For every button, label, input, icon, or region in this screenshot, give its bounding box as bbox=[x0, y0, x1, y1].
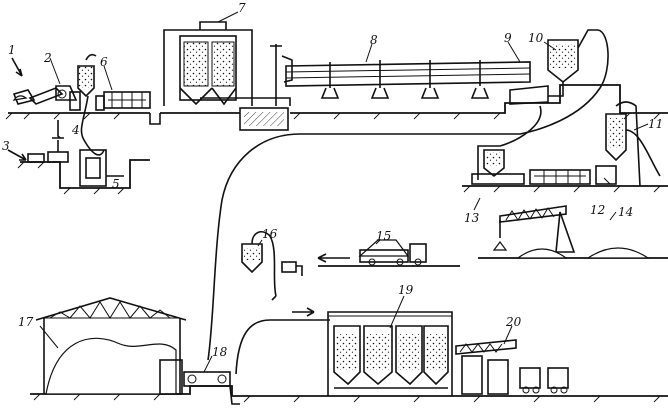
label-8: 8 bbox=[370, 33, 378, 47]
hopper-16 bbox=[241, 231, 303, 301]
pipe-2-to-5 bbox=[80, 95, 105, 156]
pneumatic-line-main bbox=[207, 29, 609, 361]
pit-6 bbox=[149, 113, 161, 125]
crane-14 bbox=[478, 205, 668, 259]
storage-3-4-5 bbox=[17, 120, 150, 195]
crusher-unit bbox=[12, 85, 78, 105]
cooler-9-10 bbox=[509, 29, 598, 105]
label-15: 15 bbox=[376, 229, 392, 243]
label-9: 9 bbox=[504, 31, 512, 45]
dust-collector-7 bbox=[163, 21, 253, 106]
label-12: 12 bbox=[590, 203, 606, 217]
storage-shed-17 bbox=[35, 297, 187, 395]
conveyor-6 bbox=[95, 91, 151, 111]
conveyor-18 bbox=[183, 371, 240, 405]
pipe-18-to-19 bbox=[235, 319, 330, 375]
label-leaders bbox=[7, 11, 649, 373]
grinding-unit-11-12-13 bbox=[462, 101, 668, 193]
label-7: 7 bbox=[238, 1, 246, 15]
label-19: 19 bbox=[398, 283, 414, 297]
label-14: 14 bbox=[618, 205, 634, 219]
label-17: 17 bbox=[18, 315, 34, 329]
loading-station-20 bbox=[455, 339, 569, 395]
ground-line-top bbox=[5, 84, 668, 120]
label-5: 5 bbox=[112, 177, 120, 191]
label-1: 1 bbox=[8, 43, 16, 57]
label-13: 13 bbox=[464, 211, 480, 225]
label-2: 2 bbox=[44, 51, 52, 65]
label-11: 11 bbox=[648, 117, 664, 131]
label-16: 16 bbox=[262, 227, 278, 241]
label-3: 3 bbox=[2, 139, 10, 153]
label-4: 4 bbox=[72, 123, 80, 137]
silo-battery-19 bbox=[327, 311, 453, 396]
pneumatic-line-branch bbox=[477, 105, 542, 180]
label-10: 10 bbox=[528, 31, 544, 45]
feed-bin-2 bbox=[69, 53, 97, 111]
rotary-kiln-8 bbox=[270, 44, 531, 106]
kiln-base bbox=[200, 97, 291, 131]
label-6: 6 bbox=[100, 55, 108, 69]
flow-arrow bbox=[292, 307, 315, 317]
label-20: 20 bbox=[506, 315, 522, 329]
truck-15 bbox=[317, 239, 460, 267]
label-18: 18 bbox=[212, 345, 228, 359]
